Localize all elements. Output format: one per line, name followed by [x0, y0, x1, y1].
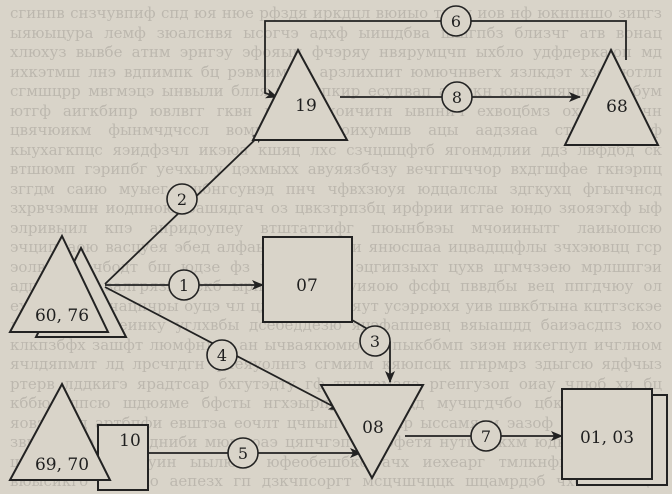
edge-badge-1: 1: [168, 269, 200, 301]
edge-6: [264, 20, 627, 99]
inverted-triangle-shape: [319, 384, 425, 481]
triangle-shape: [563, 47, 660, 146]
triangle-shape: [8, 381, 112, 481]
node-01-03: 01, 03: [561, 388, 668, 486]
edge-label: 7: [481, 427, 491, 446]
triangle-shape-front: [8, 233, 110, 333]
node-label: 01, 03: [580, 428, 634, 448]
edge-label: 6: [451, 12, 461, 31]
edge-badge-3: 3: [359, 325, 391, 357]
edge-label: 8: [452, 88, 462, 107]
node-60-76: 60, 76: [8, 233, 128, 338]
square-shape-front: [561, 388, 653, 480]
edge-label: 2: [177, 190, 187, 209]
edge-badge-7: 7: [470, 420, 502, 452]
node-label: 10: [119, 431, 141, 451]
node-08: 08: [319, 384, 425, 481]
edge-badge-8: 8: [441, 81, 473, 113]
node-68: 68: [563, 47, 660, 146]
edge-label: 5: [238, 444, 248, 463]
node-19: 19: [251, 47, 349, 141]
node-label: 68: [606, 97, 628, 117]
edge-badge-2: 2: [166, 183, 198, 215]
edge-label: 3: [370, 332, 380, 351]
edge-badge-4: 4: [206, 339, 238, 371]
square-shape: [262, 236, 353, 323]
edge-badge-5: 5: [227, 437, 259, 469]
edge-label: 4: [217, 346, 227, 365]
node-label: 60, 76: [35, 306, 89, 326]
node-label: 19: [295, 96, 317, 116]
edge-label: 1: [179, 276, 189, 295]
node-label: 08: [362, 418, 384, 438]
triangle-shape: [251, 47, 349, 141]
node-69-70: 69, 70: [8, 381, 112, 481]
edge-badge-6: 6: [440, 5, 472, 37]
node-label: 07: [296, 276, 318, 296]
node-label: 69, 70: [35, 455, 89, 475]
node-07: 07: [262, 236, 353, 323]
